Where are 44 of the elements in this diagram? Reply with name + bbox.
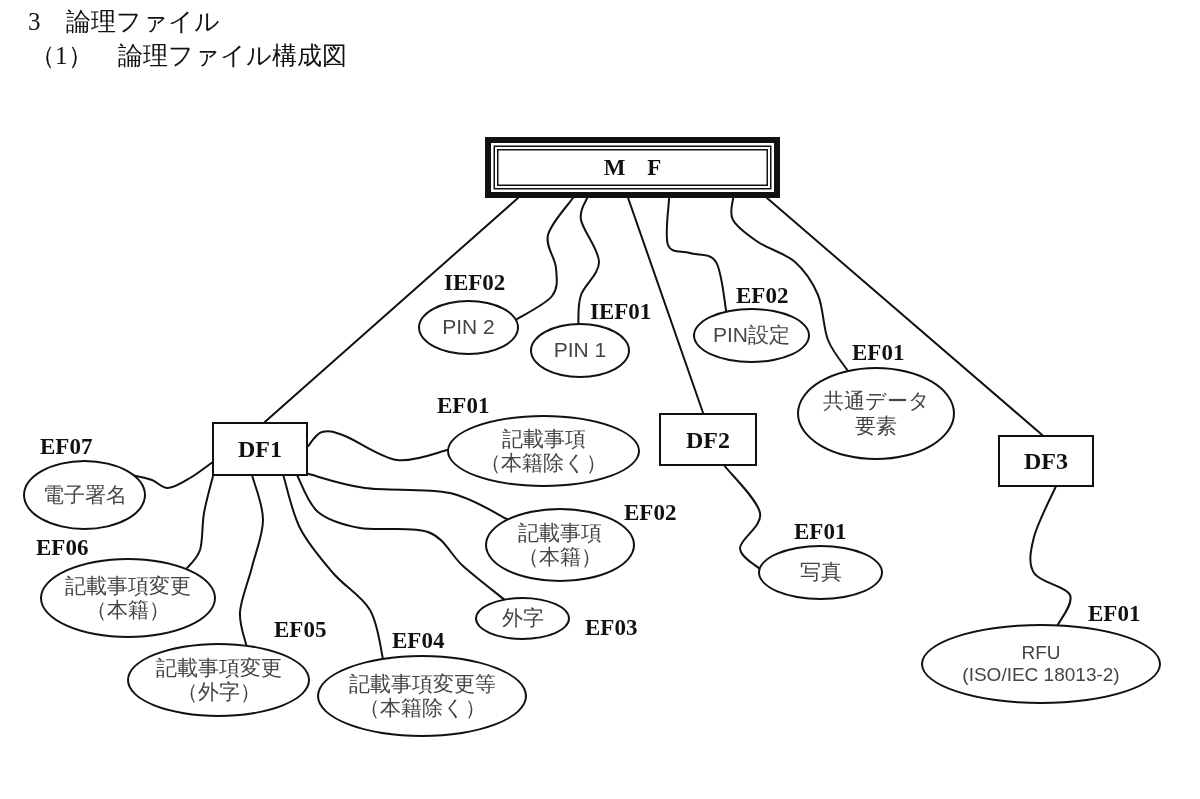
directory-name: DF2 [686, 427, 730, 452]
directory-name: DF1 [238, 437, 282, 461]
connector-line [577, 197, 600, 325]
directory-box [212, 422, 308, 476]
file-name: PIN設定 [713, 323, 790, 348]
file-name: 電子署名 [42, 482, 127, 508]
connector-line [307, 472, 509, 521]
file-name: 記載事項変更等（本籍除く） [347, 671, 497, 721]
connector-line [185, 475, 214, 570]
file-name: PIN 2 [442, 315, 495, 340]
master-file-name: M F [603, 156, 662, 179]
file-name: PIN 1 [553, 338, 607, 363]
file-id-label: EF03 [585, 616, 638, 639]
file-id-label: EF06 [36, 536, 89, 559]
file-name: 記載事項（本籍） [517, 520, 603, 570]
file-id-label: EF01 [1088, 602, 1141, 625]
directory-box [998, 435, 1094, 487]
master-file-box [485, 137, 780, 198]
file-name: 共通データ要素 [821, 389, 931, 438]
file-id-label: IEF01 [590, 300, 652, 323]
connector-line [766, 197, 1044, 436]
file-id-label: EF01 [852, 341, 905, 364]
file-id-label: EF05 [274, 618, 327, 641]
connector-line [723, 465, 762, 570]
connector-line [627, 197, 705, 414]
file-id-label: EF02 [624, 501, 677, 524]
file-name: 記載事項変更（外字） [154, 655, 283, 705]
file-id-label: EF01 [794, 520, 847, 543]
file-id-label: EF04 [392, 629, 445, 652]
file-id-label: EF01 [437, 394, 490, 417]
figure-heading: （1） 論理ファイル構成図 [30, 42, 347, 70]
file-name: 記載事項（本籍除く） [479, 426, 608, 476]
file-id-label: EF02 [736, 284, 789, 307]
file-name: 写真 [799, 560, 842, 585]
connector-line [263, 197, 519, 423]
directory-name: DF3 [1024, 449, 1068, 473]
file-id-label: EF07 [40, 435, 93, 458]
directory-box [659, 413, 757, 466]
file-id-label: IEF02 [444, 271, 506, 294]
section-title: 3 論理ファイル [28, 8, 220, 36]
file-name: 記載事項変更（本籍） [64, 573, 192, 623]
file-name: RFU (ISO/IEC 18013-2) [962, 642, 1120, 686]
file-name: 外字 [501, 606, 544, 631]
connector-line [1029, 486, 1072, 627]
